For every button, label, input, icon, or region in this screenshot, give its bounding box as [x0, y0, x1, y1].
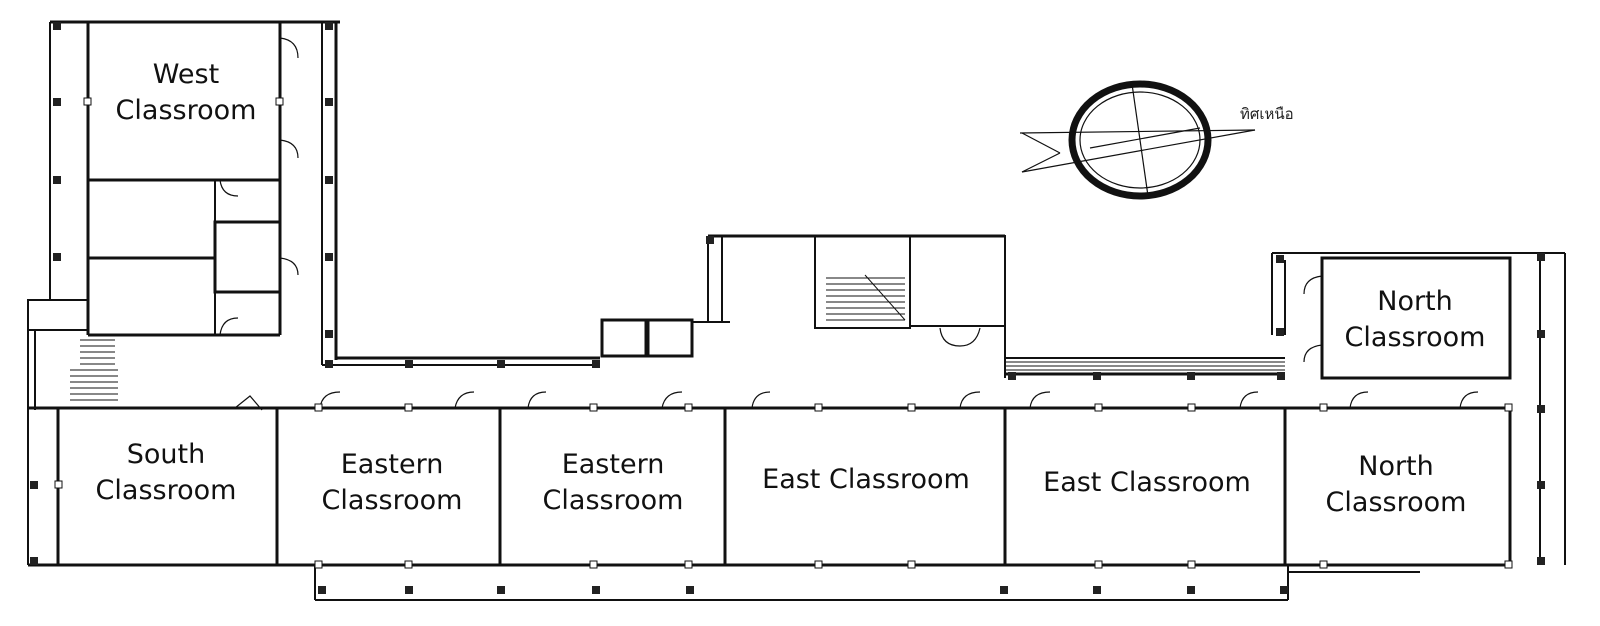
north-upper-room: [1320, 256, 1512, 380]
room-label-east-classroom-1: East Classroom: [762, 464, 970, 495]
room-label-south-classroom: South Classroom: [95, 439, 237, 506]
room-label-north-classroom-upper: North Classroom: [1344, 286, 1486, 353]
room-label-north-classroom-lower: North Classroom: [1325, 451, 1467, 518]
toilet-block: [600, 318, 648, 358]
toilet-block: [646, 318, 694, 358]
room-label-east-classroom-2: East Classroom: [1043, 467, 1251, 498]
room-label-eastern-classroom-2: Eastern Classroom: [542, 449, 684, 516]
room-label-west-classroom: West Classroom: [115, 59, 257, 126]
stair-side-room: [909, 235, 1006, 327]
west-wing-service-room: [213, 220, 282, 294]
compass-north-label: ทิศเหนือ: [1240, 105, 1294, 123]
door-swings: [219, 37, 1479, 411]
north-compass-icon: [1019, 80, 1256, 200]
structural-columns: [30, 22, 1545, 594]
west-stair-treads: [70, 339, 118, 401]
room-label-eastern-classroom-1: Eastern Classroom: [321, 449, 463, 516]
wall-posts: [54, 97, 1513, 569]
central-stair-treads: [826, 274, 906, 321]
west-stair: [27, 299, 89, 331]
